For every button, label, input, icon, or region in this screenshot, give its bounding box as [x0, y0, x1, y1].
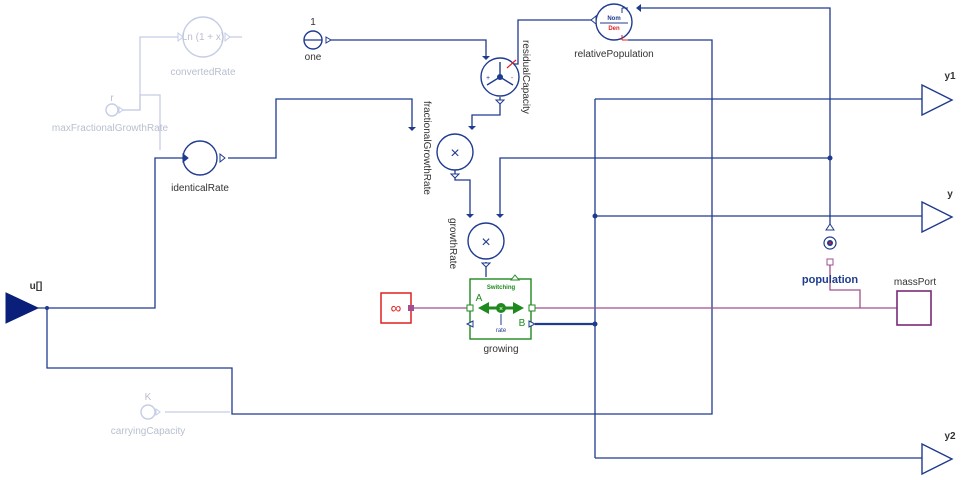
mass-port-label: massPort: [894, 277, 936, 288]
valve-icon: ×: [499, 306, 503, 313]
infinity-icon: ∞: [391, 300, 402, 317]
carrying-capacity-block[interactable]: K carryingCapacity: [111, 392, 185, 437]
growing-flow-block[interactable]: Switching × A B rate growing: [465, 274, 537, 355]
mass-port-block[interactable]: massPort: [894, 277, 936, 326]
output-y[interactable]: y: [921, 189, 954, 234]
relative-population-num: Nom: [607, 16, 620, 22]
infinite-source-block[interactable]: ∞: [380, 292, 414, 324]
carrying-capacity-label: carryingCapacity: [111, 426, 185, 437]
residual-plus: +: [486, 75, 490, 82]
output-y1-label: y1: [944, 71, 956, 82]
population-block[interactable]: population: [802, 223, 858, 286]
max-growth-param: r: [110, 93, 114, 104]
converted-rate-block[interactable]: Ln (1 + x) convertedRate: [170, 16, 236, 78]
identical-rate-block[interactable]: identicalRate: [171, 140, 229, 194]
growing-port-b: B: [519, 318, 526, 329]
multiply-icon: ×: [481, 234, 490, 251]
relative-population-block[interactable]: Nom Den relativePopulation: [574, 3, 654, 60]
growing-rate-label: rate: [496, 328, 507, 334]
one-value: 1: [310, 17, 316, 28]
mass-port-wires: [412, 264, 897, 309]
carrying-capacity-param: K: [145, 392, 152, 403]
input-u-label: u[]: [30, 281, 43, 292]
input-u[interactable]: u[]: [5, 281, 43, 324]
output-y1[interactable]: y1: [921, 71, 956, 117]
multiply-icon: ×: [450, 145, 459, 162]
residual-minus: -: [511, 75, 514, 82]
output-y2-label: y2: [944, 431, 956, 442]
max-growth-label: maxFractionalGrowthRate: [52, 123, 169, 134]
residual-capacity-label: residualCapacity: [520, 40, 531, 114]
population-label: population: [802, 274, 858, 286]
faded-wires: [120, 36, 242, 413]
growing-label: growing: [483, 344, 518, 355]
converted-rate-symbol: Ln (1 + x): [182, 32, 225, 43]
output-y2[interactable]: y2: [921, 431, 956, 476]
growing-mode: Switching: [487, 285, 516, 291]
relative-population-label: relativePopulation: [574, 49, 654, 60]
max-growth-rate-block[interactable]: r maxFractionalGrowthRate: [52, 93, 169, 134]
one-block[interactable]: 1 one: [303, 17, 332, 63]
one-label: one: [305, 52, 322, 63]
fractional-growth-rate-label: fractionalGrowthRate: [421, 101, 432, 195]
identical-rate-label: identicalRate: [171, 183, 229, 194]
growth-rate-label: growthRate: [447, 218, 458, 270]
output-y-label: y: [947, 189, 953, 200]
growing-port-a: A: [476, 293, 483, 304]
growth-rate-block[interactable]: × growthRate: [447, 214, 505, 270]
residual-capacity-block[interactable]: + - residualCapacity: [480, 40, 531, 114]
converted-rate-label: convertedRate: [170, 67, 235, 78]
relative-population-den: Den: [608, 26, 620, 32]
fractional-growth-rate-block[interactable]: × fractionalGrowthRate: [408, 101, 476, 195]
